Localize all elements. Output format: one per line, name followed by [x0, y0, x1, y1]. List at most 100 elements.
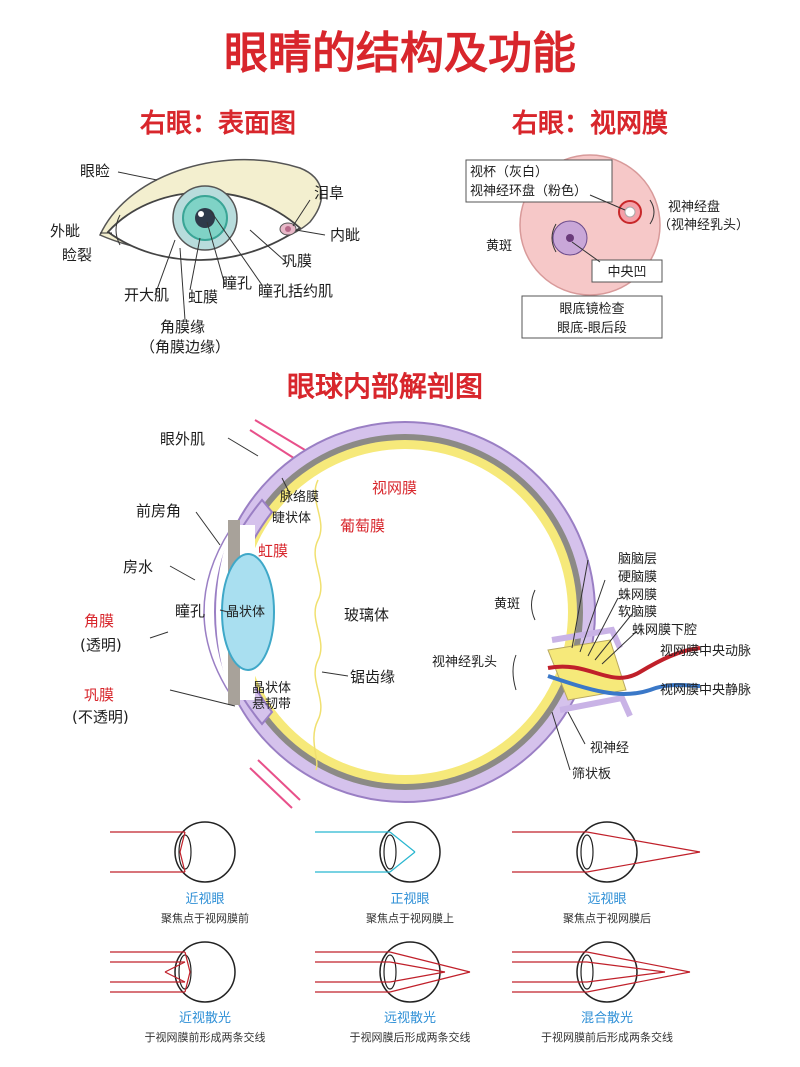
label-artery: 视网膜中央动脉: [660, 644, 751, 659]
optics-refracted-ray: [179, 851, 186, 873]
label-cup-ring: 视神经环盘（粉色）: [470, 183, 587, 199]
label-arachnoid: 蛛网膜: [618, 588, 657, 603]
label-cornea-note: (透明): [80, 636, 122, 654]
label-angle: 前房角: [136, 502, 181, 520]
label-subarachnoid: 蛛网膜下腔: [632, 623, 697, 638]
optics-lens: [580, 834, 594, 870]
optics-refracted-ray: [164, 961, 186, 973]
label-pupil-anatomy: 瞳孔: [175, 602, 205, 620]
label-fovea: 中央凹: [607, 265, 646, 280]
label-pupil-surface: 瞳孔: [222, 274, 252, 292]
optics-eye-circle: [576, 821, 638, 883]
optics-refracted-ray: [184, 951, 191, 973]
label-extraocular: 眼外肌: [160, 430, 205, 448]
label-fundus-exam: 眼底镜检查: [559, 301, 624, 317]
label-lens: 晶状体: [226, 605, 265, 620]
label-papilla: 视神经乳头: [432, 655, 497, 670]
label-zonule-2: 悬韧带: [252, 697, 291, 712]
fundus-box: [521, 295, 663, 339]
optics-refracted-ray: [586, 951, 691, 973]
label-macula-anatomy: 黄斑: [494, 597, 520, 612]
optics-refracted-ray: [586, 961, 666, 973]
optics-refracted-ray: [389, 961, 446, 973]
label-zonule-1: 晶状体: [252, 681, 291, 696]
label-dura: 硬脑膜: [618, 570, 657, 585]
optics-desc: 聚焦点于视网膜上: [366, 911, 454, 925]
label-uvea: 葡萄膜: [340, 517, 385, 535]
label-outer-canthus: 外眦: [50, 222, 80, 240]
refraction-diagrams: 近视眼聚焦点于视网膜前正视眼聚焦点于视网膜上远视眼聚焦点于视网膜后近视散光于视网…: [110, 821, 701, 1044]
optics-desc: 于视网膜后形成两条交线: [350, 1030, 471, 1044]
label-fundus-segment: 眼底-眼后段: [557, 320, 627, 336]
surface-leader-lines: [100, 171, 326, 321]
label-sclera-anatomy: 巩膜: [84, 686, 114, 704]
optics-refracted-ray: [389, 951, 471, 973]
surface-eye-illustration: [98, 158, 323, 261]
optics-desc: 于视网膜前后形成两条交线: [541, 1030, 673, 1044]
retina-leader-lines: [551, 194, 655, 263]
retina-cup-box: [465, 159, 613, 203]
surface-heading: 右眼：表面图: [140, 109, 296, 139]
label-retina-anatomy: 视网膜: [372, 479, 417, 497]
anatomy-heading: 眼球内部解剖图: [287, 370, 483, 403]
label-lamina: 筛状板: [572, 767, 611, 782]
label-sphincter: 瞳孔括约肌: [258, 282, 333, 300]
optics-refracted-ray: [184, 971, 191, 993]
fovea-box: [591, 259, 663, 283]
optics-eye-circle: [379, 821, 441, 883]
optics-lens: [383, 834, 397, 870]
optics-refracted-ray: [389, 851, 416, 873]
optics-refracted-ray: [586, 971, 691, 993]
optics-eye-circle: [174, 941, 236, 1003]
label-vitreous: 玻璃体: [344, 606, 389, 624]
optics-name: 近视眼: [185, 892, 224, 907]
optics-lens: [178, 834, 192, 870]
optics-refracted-ray: [389, 831, 416, 853]
label-ora: 锯齿缘: [350, 668, 395, 686]
optics-lens: [383, 954, 397, 990]
label-ciliary: 睫状体: [272, 511, 311, 526]
optics-refracted-ray: [586, 971, 666, 983]
optics-name: 混合散光: [581, 1011, 633, 1026]
optics-desc: 于视网膜前形成两条交线: [145, 1030, 266, 1044]
label-limbus: 角膜缘: [160, 318, 205, 336]
label-disc-papilla: （视神经乳头）: [658, 218, 749, 233]
optics-refracted-ray: [179, 831, 186, 853]
label-iris-surface: 虹膜: [188, 288, 218, 306]
label-iris-anatomy: 虹膜: [258, 542, 288, 560]
optics-eye-circle: [576, 941, 638, 1003]
label-choroid: 脉络膜: [280, 489, 319, 505]
label-inner-canthus: 内眦: [330, 226, 360, 244]
label-vein: 视网膜中央静脉: [660, 683, 751, 698]
label-optic-nerve: 视神经: [590, 741, 629, 756]
optics-refracted-ray: [389, 971, 471, 993]
label-macula-retina: 黄斑: [486, 239, 512, 254]
label-dilator: 开大肌: [124, 286, 169, 304]
label-eyelid: 眼睑: [80, 162, 110, 180]
label-disc: 视神经盘: [668, 199, 720, 215]
label-cornea: 角膜: [84, 612, 114, 630]
optics-name: 远视散光: [384, 1011, 436, 1026]
optics-refracted-ray: [164, 971, 186, 983]
optics-lens: [580, 954, 594, 990]
label-aqueous: 房水: [123, 558, 153, 576]
optics-desc: 聚焦点于视网膜后: [563, 911, 651, 925]
label-sclera-surface: 巩膜: [282, 252, 312, 270]
anatomy-leader-lines: [149, 437, 637, 771]
label-cup: 视杯（灰白）: [470, 164, 548, 180]
optics-lens: [178, 954, 192, 990]
label-limbus-note: （角膜边缘）: [140, 338, 230, 356]
optics-desc: 聚焦点于视网膜前: [161, 911, 249, 925]
eyeball-cross-section: [203, 419, 701, 809]
optics-refracted-ray: [389, 971, 446, 983]
retina-heading: 右眼：视网膜: [512, 109, 668, 139]
label-lacrimal: 泪阜: [314, 184, 344, 202]
optics-eye-circle: [174, 821, 236, 883]
label-sclera-note: (不透明): [72, 708, 129, 726]
label-pia: 软脑膜: [618, 605, 657, 620]
optics-refracted-ray: [586, 831, 701, 853]
main-title: 眼睛的结构及功能: [224, 28, 576, 79]
optics-refracted-ray: [586, 851, 701, 873]
